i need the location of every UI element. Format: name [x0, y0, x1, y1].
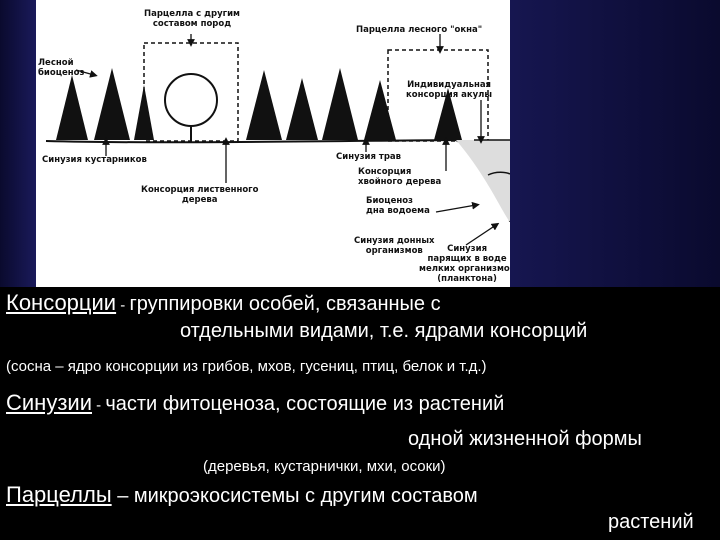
label-grass-synusia: Синузия трав [336, 152, 402, 162]
label-parcel-window: Парцелла лесного "окна" [356, 25, 483, 35]
water-body [456, 140, 510, 222]
consortia-dash: - [116, 297, 130, 314]
consortia-definition-line2: отдельными видами, т.е. ядрами консорций [180, 320, 588, 342]
consortia-definition-line1: Консорции - группировки особей, связанны… [6, 290, 441, 316]
synusia-term: Синузии [6, 390, 92, 415]
synusia-definition-line2: одной жизненной формы [408, 428, 642, 450]
ecosystem-drawing [45, 34, 510, 246]
shark-shape [487, 171, 510, 176]
consortia-example: (сосна – ядро консорции из грибов, мхов,… [6, 358, 487, 375]
parcel-term: Парцеллы [6, 482, 112, 507]
synusia-example: (деревья, кустарнички, мхи, осоки) [203, 458, 446, 475]
parcel-definition-line2: растений [608, 511, 694, 533]
parcel-definition-line1: Парцеллы – микроэкосистемы с другим сост… [6, 482, 478, 508]
synusia-dash: - [92, 397, 106, 414]
label-shrub-synusia: Синузия кустарников [42, 155, 147, 165]
consortia-term: Консорции [6, 290, 117, 315]
consortia-definition-part1: группировки особей, связанные с [129, 293, 441, 315]
conifer-trees [56, 68, 462, 140]
label-arrows [75, 34, 500, 246]
deciduous-tree-crown [164, 73, 218, 127]
right-background-edge [510, 0, 720, 287]
synusia-definition-part1: части фитоценоза, состоящие из растений [105, 393, 505, 415]
left-background-edge [0, 0, 36, 287]
synusia-definition-line1: Синузии - части фитоценоза, состоящие из… [6, 390, 504, 416]
parcel-definition-part1: – микроэкосистемы с другим составом [111, 485, 478, 507]
